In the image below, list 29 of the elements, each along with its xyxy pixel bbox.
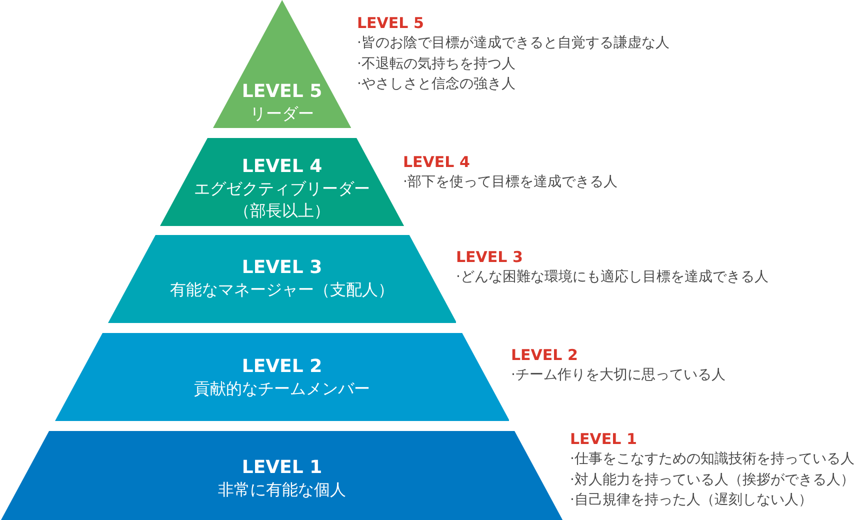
annotation-heading: LEVEL 2 bbox=[511, 345, 578, 365]
annotation-item: ·どんな困難な環境にも適応し目標を達成できる人 bbox=[456, 268, 768, 287]
tier-title: エグゼクティブリーダー（部長以上） bbox=[192, 178, 371, 222]
annotation-item: ·やさしさと信念の強き人 bbox=[357, 75, 516, 94]
tier-heading: LEVEL 3 bbox=[242, 257, 322, 279]
annotation-heading: LEVEL 5 bbox=[357, 13, 424, 33]
annotation-item: ·仕事をこなすための知識技術を持っている人 bbox=[570, 450, 854, 469]
annotation-heading: LEVEL 1 bbox=[570, 429, 637, 449]
annotation-item: ·不退転の気持ちを持つ人 bbox=[357, 54, 516, 74]
pyramid-tier bbox=[108, 235, 456, 323]
tier-title: 貢献的なチームメンバー bbox=[194, 378, 370, 400]
tier-heading: LEVEL 2 bbox=[242, 356, 322, 378]
annotation-heading: LEVEL 4 bbox=[403, 152, 470, 172]
tier-title: 非常に有能な個人 bbox=[218, 479, 346, 501]
pyramid-tier bbox=[54, 333, 510, 421]
annotation-item: ·部下を使って目標を達成できる人 bbox=[403, 173, 618, 192]
annotation-item: ·皆のお陰で目標が達成できると自覚する謙虚な人 bbox=[357, 34, 670, 53]
pyramid-tier bbox=[1, 431, 563, 520]
annotation-heading: LEVEL 3 bbox=[456, 247, 523, 267]
annotation-item: ·対人能力を持っている人（挨拶ができる人） bbox=[570, 470, 854, 490]
tier-title: 有能なマネージャー（支配人） bbox=[170, 279, 394, 301]
tier-heading: LEVEL 4 bbox=[242, 156, 322, 178]
tier-heading: LEVEL 1 bbox=[242, 457, 322, 479]
tier-title: リーダー bbox=[250, 103, 314, 125]
tier-heading: LEVEL 5 bbox=[242, 81, 322, 103]
annotation-item: ·チーム作りを大切に思っている人 bbox=[511, 366, 726, 385]
pyramid-tier bbox=[160, 138, 404, 226]
annotation-item: ·自己規律を持った人（遅刻しない人） bbox=[570, 491, 812, 510]
pyramid-tier bbox=[212, 0, 352, 128]
